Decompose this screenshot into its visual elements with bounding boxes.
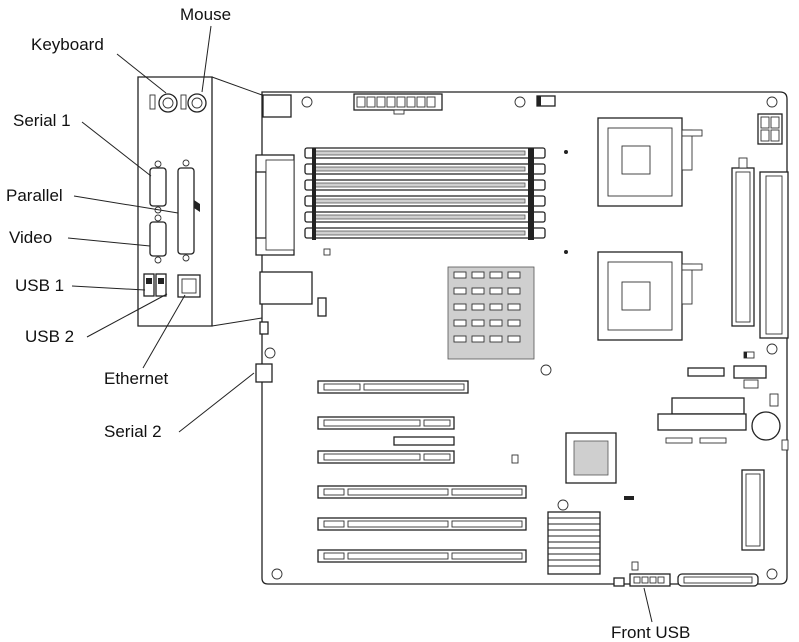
- heatsink: [447, 266, 535, 360]
- label-keyboard: Keyboard: [31, 35, 104, 54]
- label-usb2: USB 2: [25, 327, 74, 346]
- label-usb1: USB 1: [15, 276, 64, 295]
- left-header: [255, 154, 295, 256]
- ethernet-port: [177, 274, 201, 298]
- mouse-port: [180, 93, 207, 113]
- label-parallel: Parallel: [6, 186, 63, 205]
- chipset: [565, 432, 617, 484]
- vrm-block: [547, 511, 601, 575]
- callout-labels: Mouse Keyboard Serial 1 Parallel Video U…: [6, 5, 690, 642]
- system-board: [255, 91, 789, 587]
- label-ethernet: Ethernet: [104, 369, 169, 388]
- label-front-usb: Front USB: [611, 623, 690, 642]
- cpu-socket-1: [597, 117, 703, 207]
- pci-slots: [317, 380, 527, 563]
- cpu-socket-2: [597, 251, 703, 341]
- callout-lines: [67, 25, 653, 623]
- label-serial1: Serial 1: [13, 111, 71, 130]
- power-connector: [353, 93, 443, 115]
- label-serial2: Serial 2: [104, 422, 162, 441]
- aux-power-connector: [757, 113, 783, 145]
- usb-ports: [143, 273, 167, 297]
- label-mouse: Mouse: [180, 5, 231, 24]
- video-port: [149, 214, 167, 264]
- serial1-port: [149, 160, 167, 214]
- right-connector: [731, 157, 789, 339]
- keyboard-port: [149, 93, 178, 113]
- label-video: Video: [9, 228, 52, 247]
- parallel-port: [177, 159, 200, 262]
- rear-io-panel: [137, 76, 263, 327]
- battery: [751, 393, 781, 441]
- memory-slots: [304, 147, 546, 240]
- front-usb-connector: [629, 573, 671, 587]
